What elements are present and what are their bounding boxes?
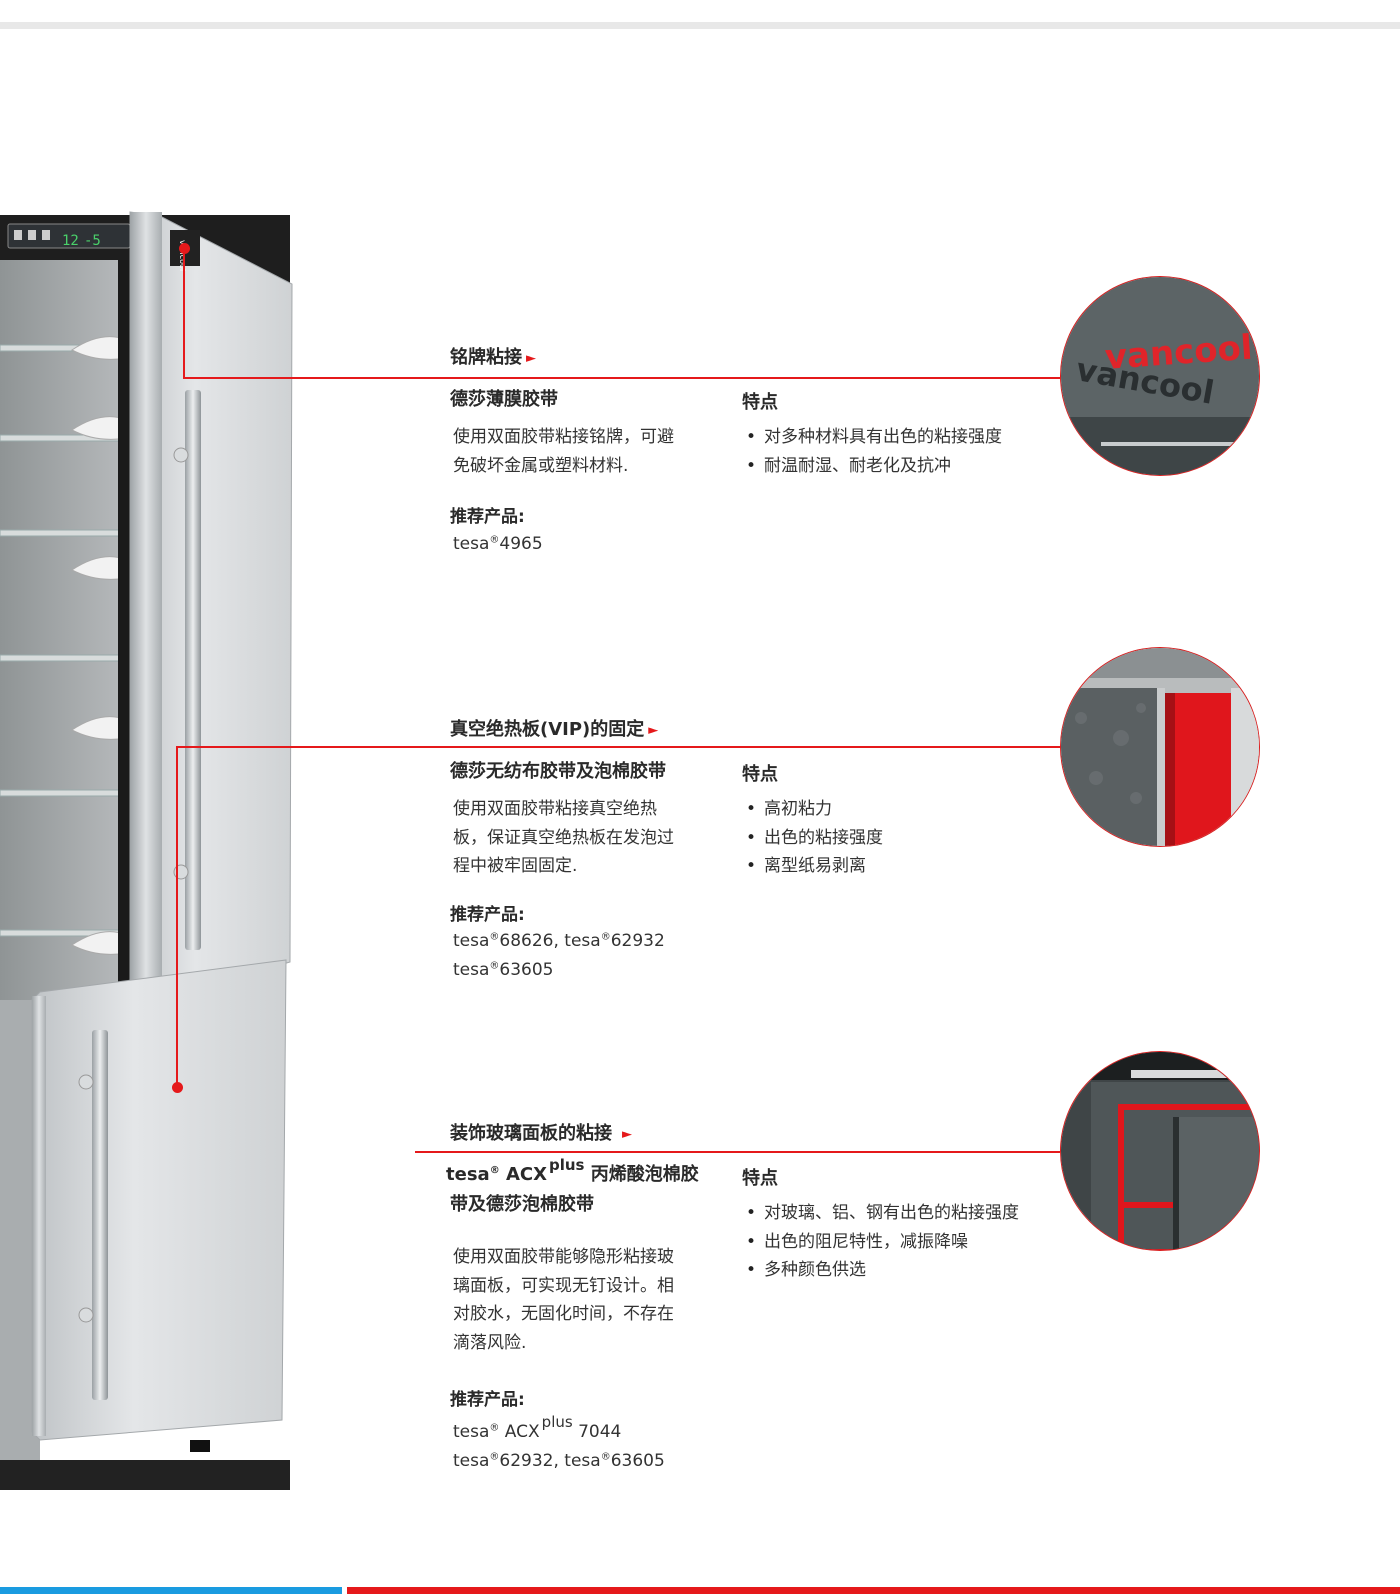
list-item: 对玻璃、铝、钢有出色的粘接强度 — [746, 1199, 1019, 1228]
marker-dot-vip — [172, 1082, 183, 1093]
leader-line-nameplate-vertical — [183, 248, 185, 378]
recommended-label: 推荐产品: — [450, 905, 525, 925]
list-item: 多种颜色供选 — [746, 1256, 1019, 1285]
vip-detail-image — [1060, 647, 1260, 847]
temp-display-1: 12 — [62, 233, 79, 249]
features-list: 高初粘力 出色的粘接强度 离型纸易剥离 — [746, 795, 883, 881]
list-item: 出色的粘接强度 — [746, 824, 883, 853]
triangle-right-icon: ► — [526, 351, 536, 366]
triangle-right-icon: ► — [648, 723, 659, 738]
recommended-products: tesa®68626, tesa®62932 tesa®63605 — [453, 931, 665, 980]
list-item: 离型纸易剥离 — [746, 852, 883, 881]
top-rule — [0, 22, 1400, 29]
leader-line-vip-vertical — [176, 746, 178, 1086]
nameplate-detail-image: vancool vancool — [1060, 276, 1260, 476]
list-item: 高初粘力 — [746, 795, 883, 824]
list-item: 对多种材料具有出色的粘接强度 — [746, 423, 1002, 452]
bottom-rule — [0, 1587, 1400, 1594]
fridge-illustration: 12 -5 vancool — [0, 211, 293, 1490]
section-title-glass: 装饰玻璃面板的粘接► — [450, 1123, 632, 1144]
section-subtitle-vip: 德莎无纺布胶带及泡棉胶带 — [450, 761, 666, 782]
temp-display-2: -5 — [84, 233, 101, 249]
features-title: 特点 — [742, 764, 778, 785]
section-subtitle-nameplate: 德莎薄膜胶带 — [450, 389, 558, 410]
bottom-rule-red — [347, 1587, 1400, 1594]
triangle-right-icon: ► — [622, 1127, 632, 1142]
leader-line-vip — [176, 746, 1060, 748]
section-title-vip: 真空绝热板(VIP)的固定► — [450, 719, 659, 740]
recommended-label: 推荐产品: — [450, 507, 525, 527]
recommended-products: tesa®4965 — [453, 534, 543, 554]
glass-panel-detail-image — [1060, 1051, 1260, 1251]
section-title-nameplate: 铭牌粘接► — [450, 347, 536, 368]
section-description-glass: 使用双面胶带能够隐形粘接玻 璃面板，可实现无钉设计。相 对胶水，无固化时间，不存… — [453, 1247, 674, 1353]
door-badge: vancool — [178, 240, 187, 271]
section-description-vip: 使用双面胶带粘接真空绝热 板，保证真空绝热板在发泡过 程中被牢固固定. — [453, 799, 674, 876]
features-title: 特点 — [742, 1168, 778, 1189]
list-item: 出色的阻尼特性，减振降噪 — [746, 1228, 1019, 1257]
recommended-label: 推荐产品: — [450, 1390, 525, 1410]
leader-line-nameplate — [183, 377, 1060, 379]
features-list: 对多种材料具有出色的粘接强度 耐温耐湿、耐老化及抗冲 — [746, 423, 1002, 480]
marker-dot-nameplate — [179, 243, 190, 254]
list-item: 耐温耐湿、耐老化及抗冲 — [746, 452, 1002, 481]
features-list: 对玻璃、铝、钢有出色的粘接强度 出色的阻尼特性，减振降噪 多种颜色供选 — [746, 1199, 1019, 1285]
bottom-rule-blue — [0, 1587, 342, 1594]
features-title: 特点 — [742, 392, 778, 413]
leader-line-glass — [415, 1151, 1060, 1153]
section-description-nameplate: 使用双面胶带粘接铭牌，可避 免破坏金属或塑料材料. — [453, 427, 674, 476]
